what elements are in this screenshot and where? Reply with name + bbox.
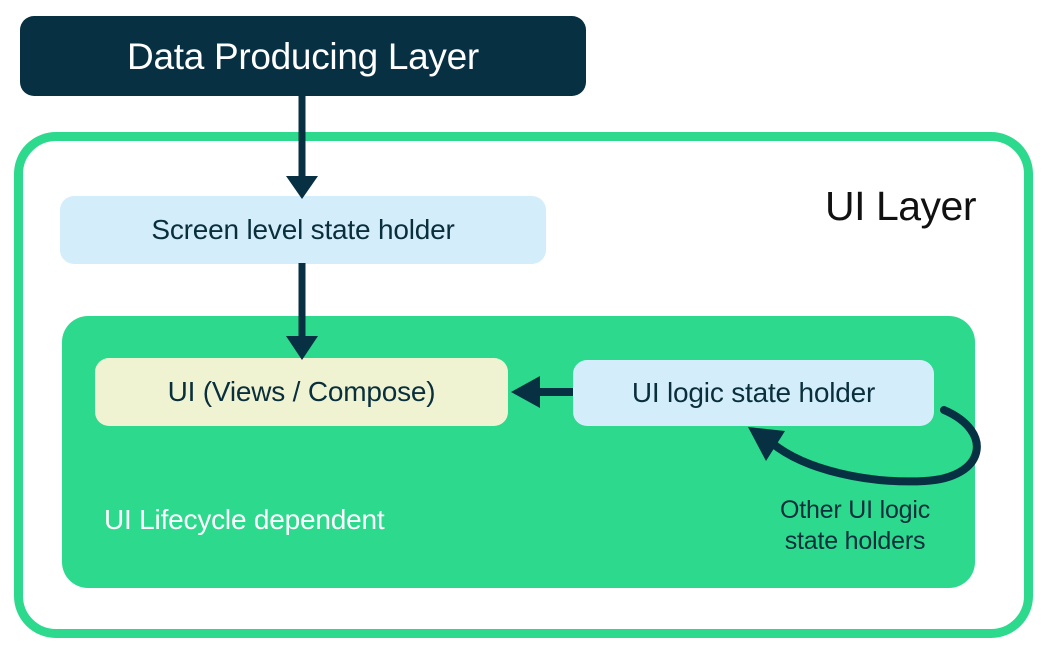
other-holders-line-1: Other UI logic [779, 496, 931, 524]
ui-layer-title: UI Layer [825, 183, 976, 229]
screen-level-state-holder-label: Screen level state holder [151, 214, 455, 245]
ui-lifecycle-dependent-label: UI Lifecycle dependent [104, 504, 385, 535]
data-producing-layer-label: Data Producing Layer [127, 35, 479, 77]
ui-views-compose-box: UI (Views / Compose) [95, 358, 508, 426]
data-producing-layer-box: Data Producing Layer [20, 16, 586, 96]
screen-level-state-holder-box: Screen level state holder [60, 196, 546, 264]
ui-views-compose-label: UI (Views / Compose) [167, 376, 436, 407]
other-ui-logic-state-holders-caption: Other UI logic state holders [735, 495, 975, 556]
ui-logic-state-holder-box: UI logic state holder [573, 360, 934, 426]
other-holders-line-2: state holders [784, 526, 926, 555]
ui-layer-container [14, 132, 1033, 638]
ui-logic-state-holder-label: UI logic state holder [631, 377, 876, 408]
